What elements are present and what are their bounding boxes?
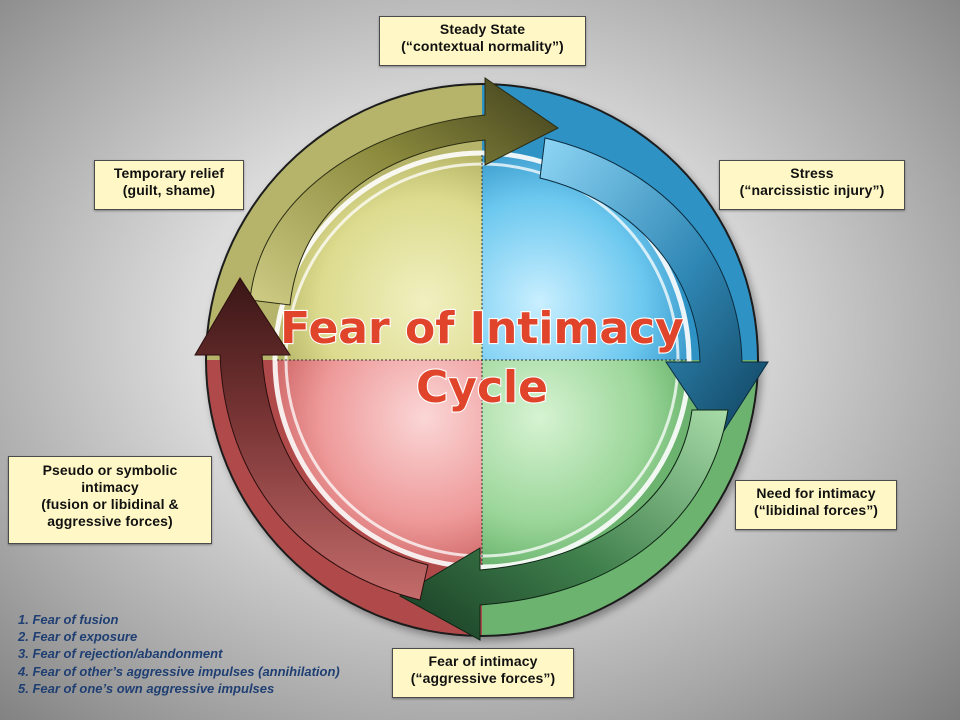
stage-label: Need for intimacy bbox=[756, 485, 876, 501]
stage-sublabel: aggressive forces) bbox=[47, 513, 173, 529]
stage-sublabel: (guilt, shame) bbox=[122, 182, 216, 198]
list-item: 2. Fear of exposure bbox=[18, 629, 138, 645]
quadrant-top-left bbox=[277, 155, 482, 360]
list-item: 4. Fear of other’s aggressive impulses (… bbox=[18, 663, 340, 679]
stage-box-stress: Stress (“narcissistic injury”) bbox=[719, 160, 905, 210]
stage-box-fear-of-intimacy: Fear of intimacy (“aggressive forces”) bbox=[392, 648, 574, 698]
stage-sublabel: (“contextual normality”) bbox=[401, 38, 564, 54]
diagram-title-line-1: Fear of Intimacy bbox=[280, 303, 684, 354]
stage-label: Steady State bbox=[439, 21, 526, 37]
quadrant-bottom-left bbox=[277, 360, 482, 565]
arrow-olive-top bbox=[249, 77, 559, 306]
fears-list: 1. Fear of fusion 2. Fear of exposure 3.… bbox=[18, 611, 340, 697]
arrow-blue-right bbox=[539, 137, 769, 441]
stage-label: intimacy bbox=[81, 479, 139, 495]
arrow-maroon-left bbox=[194, 277, 429, 601]
stage-label: Temporary relief bbox=[113, 165, 225, 181]
stage-label: Pseudo or symbolic bbox=[42, 462, 178, 478]
arrow-green-bottom bbox=[398, 409, 729, 641]
quadrant-top-right bbox=[482, 155, 687, 360]
stage-label: Fear of intimacy bbox=[428, 653, 538, 669]
quadrant-bottom-right bbox=[482, 360, 687, 565]
list-item: 1. Fear of fusion bbox=[18, 612, 119, 627]
stage-label: Stress bbox=[790, 165, 834, 181]
diagram-title-line-2: Cycle bbox=[416, 362, 548, 413]
list-item: 5. Fear of one’s own aggressive impulses bbox=[18, 680, 275, 696]
inner-ring-outer-line bbox=[272, 150, 692, 570]
stage-sublabel: (“narcissistic injury”) bbox=[739, 182, 885, 198]
stage-box-temporary-relief: Temporary relief (guilt, shame) bbox=[94, 160, 244, 210]
list-item: 3. Fear of rejection/abandonment bbox=[18, 646, 223, 662]
stage-sublabel: (“aggressive forces”) bbox=[410, 670, 556, 686]
stage-box-need-for-intimacy: Need for intimacy (“libidinal forces”) bbox=[735, 480, 897, 530]
stage-sublabel: (fusion or libidinal & bbox=[41, 496, 179, 512]
stage-sublabel: (“libidinal forces”) bbox=[753, 502, 879, 518]
stage-box-pseudo-intimacy: Pseudo or symbolic intimacy (fusion or l… bbox=[8, 456, 212, 544]
stage-box-steady-state: Steady State (“contextual normality”) bbox=[379, 16, 586, 66]
